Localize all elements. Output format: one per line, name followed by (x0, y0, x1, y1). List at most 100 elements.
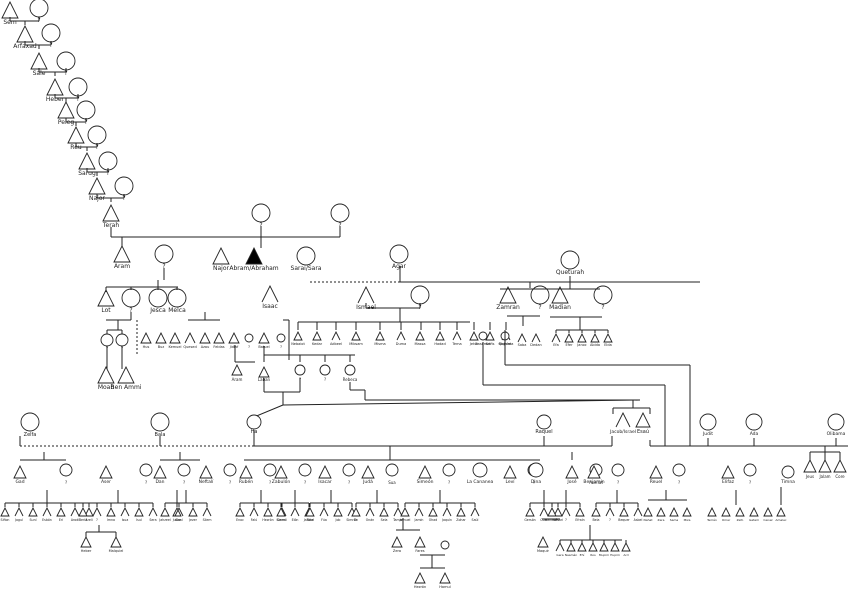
male-icon (318, 464, 332, 479)
person-label: ? (95, 144, 99, 151)
person-label: ? (144, 480, 148, 485)
female-icon (148, 288, 168, 308)
person-label: ? (182, 480, 186, 485)
female-icon (745, 413, 763, 431)
person-label: Timna (781, 480, 795, 485)
person-label: Cenaz (763, 518, 773, 522)
male-icon (721, 464, 735, 479)
male-icon (525, 506, 535, 517)
male-icon (97, 288, 115, 307)
person-label: Manasés (545, 518, 559, 522)
male-icon (547, 506, 557, 517)
male-icon (599, 541, 609, 552)
person-label: Najor (213, 265, 229, 272)
person-label: ? (76, 96, 80, 103)
male-icon (749, 506, 759, 517)
person-label: Isua (121, 518, 129, 522)
female-icon (68, 77, 88, 97)
male-icon (565, 464, 579, 479)
female-icon (699, 413, 717, 431)
male-icon (470, 506, 480, 517)
female-icon (56, 51, 76, 71)
person-label: Melca (168, 307, 186, 314)
female-icon (296, 246, 316, 266)
person-label: ? (120, 347, 124, 352)
male-icon (553, 506, 563, 517)
person-label: Isacar (318, 480, 332, 485)
person-label: Jahleel (303, 518, 315, 522)
male-icon (435, 330, 445, 341)
person-label: Ros (590, 553, 596, 557)
person-label: Hezrón (262, 518, 274, 522)
person-label: ? (303, 480, 307, 485)
male-icon (537, 535, 549, 548)
person-label: Rubén (238, 480, 254, 485)
person-label: ? (447, 480, 451, 485)
person-label: Temán (707, 518, 717, 522)
female-icon (672, 463, 686, 477)
person-label: Jahzeel (159, 518, 171, 522)
person-label: ? (37, 17, 41, 24)
male-icon (531, 332, 541, 343)
female-icon (472, 462, 488, 478)
person-label: Dina (530, 480, 542, 485)
female-icon (294, 364, 306, 376)
female-icon (121, 288, 141, 308)
person-label: Maquir (536, 549, 550, 553)
male-icon (621, 541, 631, 552)
male-icon (290, 506, 300, 517)
person-label: Imna (106, 518, 116, 522)
person-label: Kemuel (168, 345, 182, 349)
person-label: Saba (517, 343, 527, 347)
male-icon (305, 506, 315, 517)
male-icon (415, 330, 425, 341)
person-label: Merari (552, 518, 564, 522)
person-label: Azau (200, 345, 210, 349)
female-icon (167, 288, 187, 308)
person-label: Adbeel (329, 342, 343, 346)
person-label: Ohad (428, 518, 438, 522)
person-label: Basemat (475, 342, 491, 346)
male-icon (605, 506, 615, 517)
male-icon (577, 332, 587, 343)
person-label: Sifion (0, 518, 10, 522)
person-label: Aser (100, 480, 112, 485)
person-label: ? (347, 480, 351, 485)
person-label: Ada (749, 432, 759, 437)
person-label: Peleg (57, 119, 75, 126)
male-icon (120, 506, 130, 517)
person-label: Jusim (172, 518, 182, 522)
male-icon (439, 571, 451, 584)
male-icon (228, 331, 240, 344)
person-label: ? (49, 42, 53, 49)
male-icon (263, 506, 273, 517)
person-label: Majalat (498, 342, 512, 346)
person-label: Elda (604, 343, 612, 347)
person-label: ? (532, 480, 536, 485)
male-icon (564, 332, 574, 343)
person-label: ? (105, 347, 109, 352)
person-label: Mibsam (349, 342, 363, 346)
person-label: Simeón (416, 480, 434, 485)
person-label: ? (122, 195, 126, 202)
person-label: Suní (29, 518, 37, 522)
person-label: Jezer (189, 518, 197, 522)
male-icon (113, 244, 131, 263)
person-label: Jemuel (399, 518, 411, 522)
male-icon (575, 506, 585, 517)
person-label: Dan (155, 480, 165, 485)
kinship-line (253, 404, 284, 418)
kinship-line (282, 399, 641, 406)
female-icon (59, 463, 73, 477)
person-label: Er (354, 518, 358, 522)
person-label: Jetur (469, 342, 479, 346)
person-label: ? (162, 263, 166, 270)
male-icon (707, 506, 717, 517)
male-icon (78, 151, 96, 170)
male-icon (391, 535, 403, 548)
male-icon (735, 506, 745, 517)
male-icon (202, 506, 212, 517)
male-icon (117, 365, 135, 384)
female-icon (743, 463, 757, 477)
